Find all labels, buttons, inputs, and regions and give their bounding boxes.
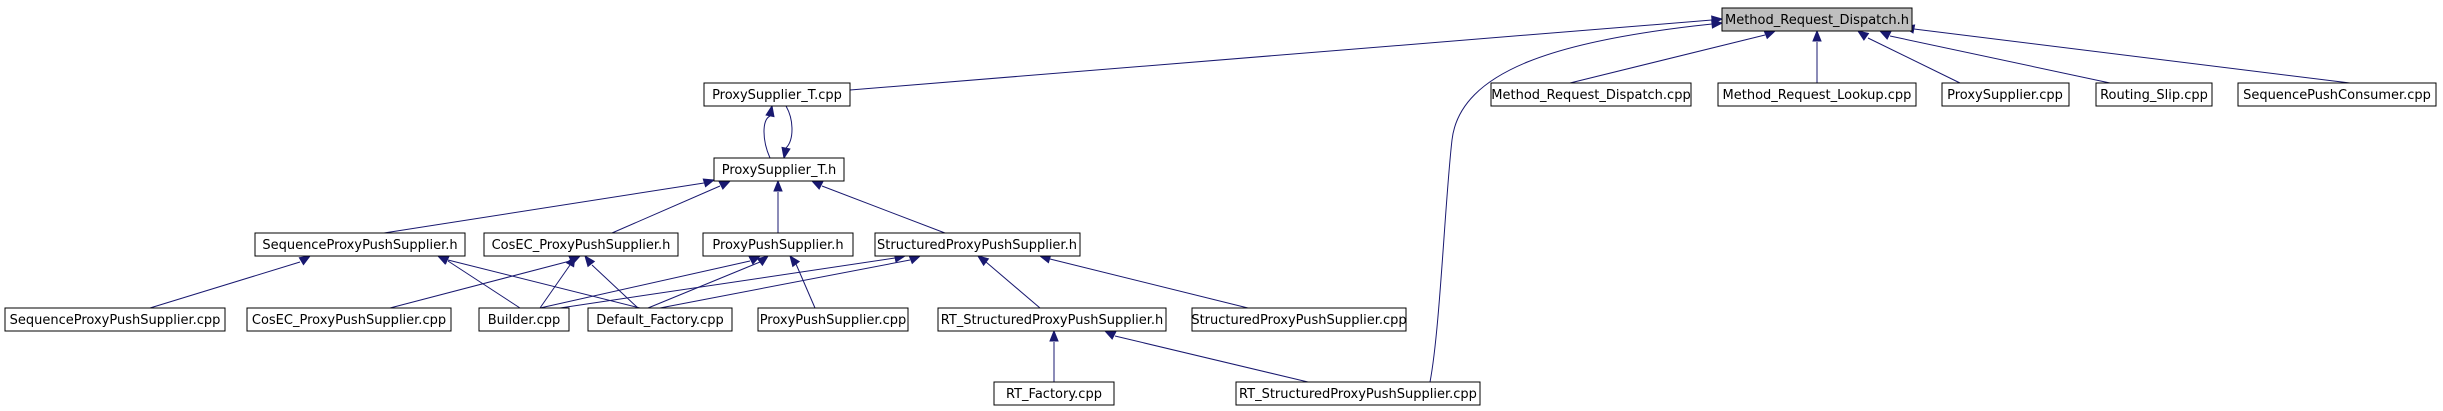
dependency-edge — [659, 259, 911, 309]
dependency-edge — [1114, 335, 1309, 383]
node-label: Method_Request_Dispatch.cpp — [1491, 88, 1690, 103]
dependency-edge — [447, 260, 521, 309]
dependency-edge — [795, 263, 816, 309]
dependency-edge — [763, 115, 771, 159]
dependency-edge — [647, 261, 761, 309]
edge-arrowhead — [1711, 19, 1724, 29]
dependency-edge — [389, 260, 571, 309]
edge-arrowhead — [1878, 30, 1892, 40]
node-default-factory-cpp[interactable]: Default_Factory.cpp — [587, 307, 733, 332]
edge-arrowhead — [789, 254, 801, 268]
node-rt-structuredproxypushsupplier-h[interactable]: RT_StructuredProxyPushSupplier.h — [937, 307, 1167, 332]
edge-arrowhead — [908, 255, 922, 265]
dependency-edge — [821, 185, 946, 234]
dependency-edge — [447, 259, 641, 309]
node-label: Method_Request_Lookup.cpp — [1723, 88, 1912, 103]
node-label: CosEC_ProxyPushSupplier.h — [492, 238, 671, 253]
node-label: SequenceProxyPushSupplier.h — [262, 238, 457, 253]
node-label: RT_StructuredProxyPushSupplier.cpp — [1239, 387, 1477, 402]
edge-arrowhead — [765, 104, 775, 118]
node-label: ProxyPushSupplier.h — [712, 238, 843, 253]
node-method-request-lookup-cpp[interactable]: Method_Request_Lookup.cpp — [1717, 82, 1917, 107]
edge-arrowhead — [756, 255, 770, 267]
dependency-edge — [1867, 37, 1961, 84]
edge-arrowhead — [1812, 29, 1822, 42]
node-builder-cpp[interactable]: Builder.cpp — [478, 307, 570, 332]
edge-arrowhead — [718, 180, 732, 190]
dependency-edge — [985, 261, 1041, 309]
node-sequencepushconsumer-cpp[interactable]: SequencePushConsumer.cpp — [2237, 82, 2437, 107]
node-label: RT_Factory.cpp — [1006, 387, 1102, 402]
dependency-edge — [383, 182, 705, 234]
edge-arrowhead — [773, 179, 783, 192]
dependency-edge — [559, 257, 896, 309]
dependency-edge — [149, 261, 301, 309]
node-proxysupplier-t-h[interactable]: ProxySupplier_T.h — [713, 157, 845, 182]
dependency-edge — [1049, 258, 1249, 309]
node-method-request-dispatch-cpp[interactable]: Method_Request_Dispatch.cpp — [1490, 82, 1692, 107]
dependency-edges — [149, 15, 2351, 383]
node-label: StructuredProxyPushSupplier.h — [877, 238, 1077, 253]
node-label: RT_StructuredProxyPushSupplier.h — [941, 313, 1163, 328]
dependency-edge — [785, 105, 793, 149]
node-cosec-proxypushsupplier-h[interactable]: CosEC_ProxyPushSupplier.h — [483, 232, 679, 257]
node-label: Default_Factory.cpp — [596, 313, 723, 328]
node-label: Routing_Slip.cpp — [2100, 88, 2208, 103]
node-label: SequencePushConsumer.cpp — [2243, 88, 2431, 103]
node-structuredproxypushsupplier-h[interactable]: StructuredProxyPushSupplier.h — [874, 232, 1081, 257]
edge-arrowhead — [781, 146, 791, 160]
dependency-edge — [539, 260, 751, 309]
edge-arrowhead — [810, 180, 824, 190]
node-routing-slip-cpp[interactable]: Routing_Slip.cpp — [2095, 82, 2213, 107]
node-proxypushsupplier-h[interactable]: ProxyPushSupplier.h — [702, 232, 854, 257]
node-label: Builder.cpp — [488, 313, 561, 328]
node-label: StructuredProxyPushSupplier.cpp — [1191, 313, 1406, 328]
node-rt-factory-cpp[interactable]: RT_Factory.cpp — [993, 381, 1115, 406]
node-rt-structuredproxypushsupplier-cpp[interactable]: RT_StructuredProxyPushSupplier.cpp — [1235, 381, 1481, 406]
edge-arrowhead — [976, 255, 990, 267]
dependency-edge — [1429, 23, 1713, 383]
dependency-edge — [539, 264, 571, 309]
node-label: ProxyPushSupplier.cpp — [760, 313, 907, 328]
edge-arrowhead — [584, 254, 596, 268]
node-proxysupplier-cpp[interactable]: ProxySupplier.cpp — [1941, 82, 2070, 107]
dependency-edge — [1889, 35, 2111, 84]
dependency-edge — [611, 185, 721, 234]
dependency-edge — [1913, 28, 2351, 84]
edge-arrowhead — [1763, 30, 1777, 40]
node-method-request-dispatch-h[interactable]: Method_Request_Dispatch.h — [1721, 7, 1913, 32]
node-label: ProxySupplier_T.h — [722, 163, 836, 178]
dependency-edge — [849, 19, 1713, 91]
dependency-edge — [591, 264, 639, 309]
edge-arrowhead — [1856, 30, 1870, 41]
edge-arrowhead — [702, 178, 716, 188]
edge-arrowhead — [298, 255, 312, 266]
node-label: CosEC_ProxyPushSupplier.cpp — [252, 313, 446, 328]
node-proxypushsupplier-cpp[interactable]: ProxyPushSupplier.cpp — [757, 307, 909, 332]
node-proxysupplier-t-cpp[interactable]: ProxySupplier_T.cpp — [703, 82, 851, 107]
dependency-edge — [1569, 34, 1766, 84]
node-label: Method_Request_Dispatch.h — [1725, 13, 1909, 28]
node-cosec-proxypushsupplier-cpp[interactable]: CosEC_ProxyPushSupplier.cpp — [246, 307, 452, 332]
edge-arrowhead — [1103, 330, 1117, 340]
node-label: ProxySupplier_T.cpp — [712, 88, 842, 103]
edge-arrowhead — [565, 254, 576, 268]
edge-arrowhead — [1049, 329, 1059, 342]
node-label: ProxySupplier.cpp — [1947, 88, 2063, 103]
node-sequenceproxypushsupplier-cpp[interactable]: SequenceProxyPushSupplier.cpp — [4, 307, 226, 332]
node-label: SequenceProxyPushSupplier.cpp — [10, 313, 221, 328]
node-sequenceproxypushsupplier-h[interactable]: SequenceProxyPushSupplier.h — [254, 232, 466, 257]
node-structuredproxypushsupplier-cpp[interactable]: StructuredProxyPushSupplier.cpp — [1191, 307, 1407, 332]
